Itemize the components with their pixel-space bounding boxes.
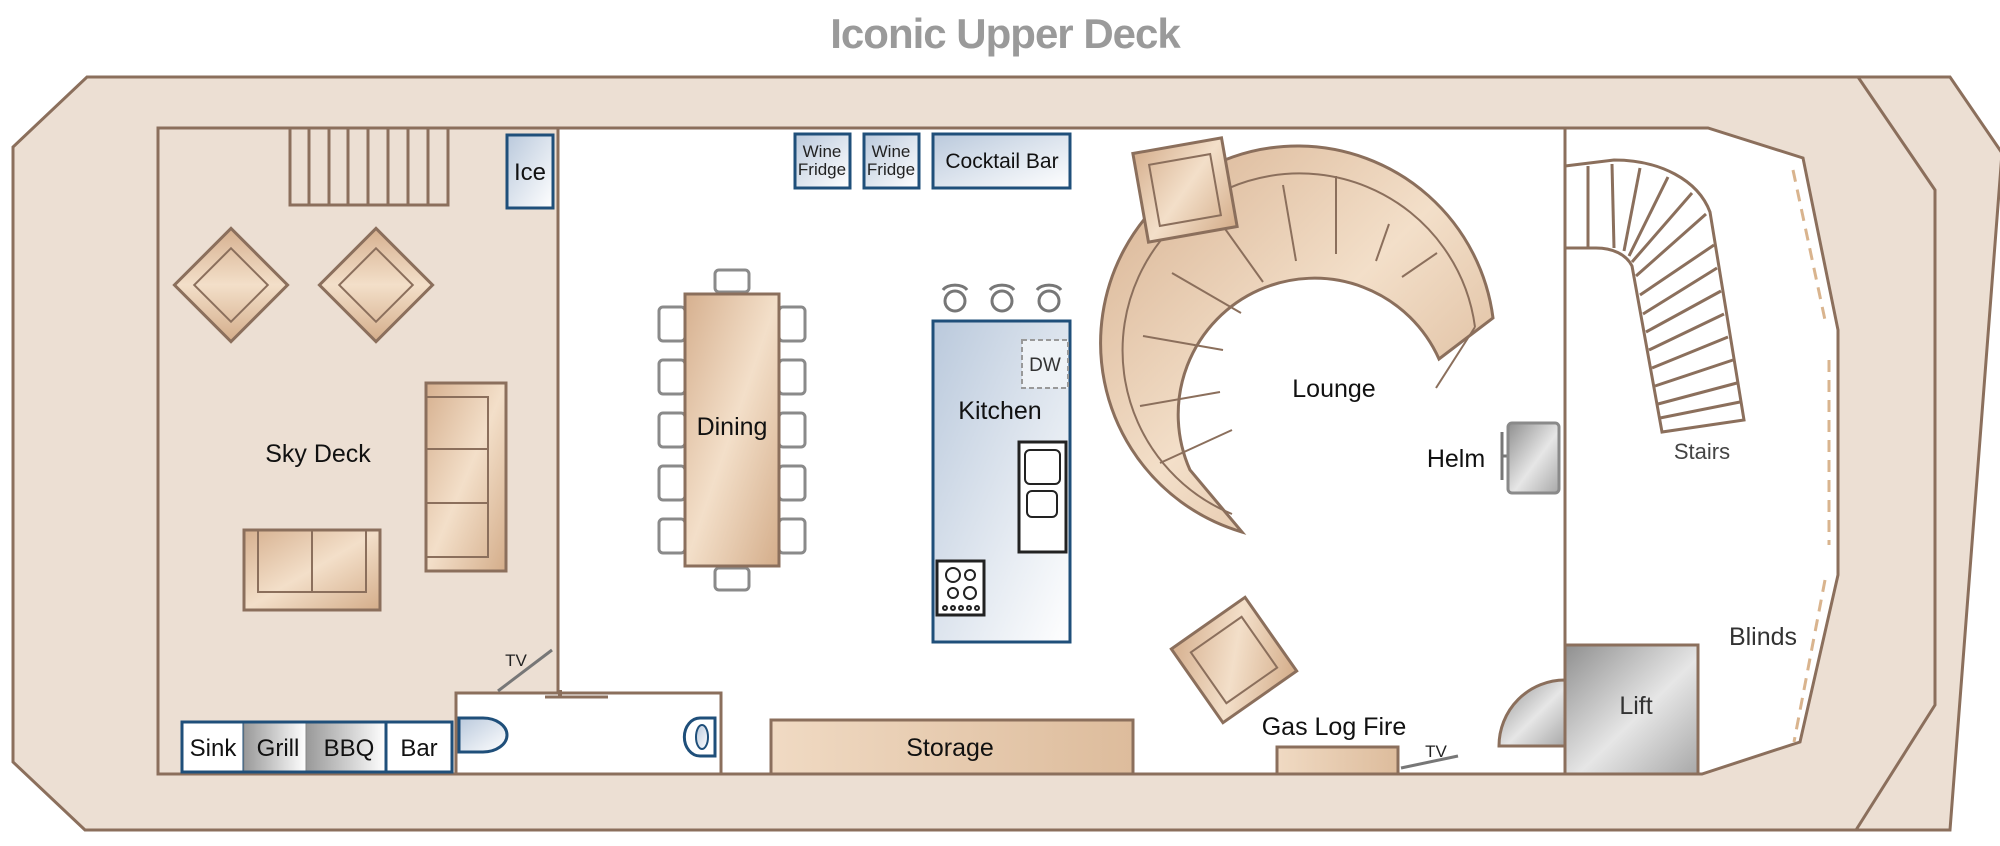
- sofa-vertical: [424, 381, 508, 573]
- dishwasher-label: DW: [1029, 355, 1061, 376]
- armchair: [1169, 595, 1299, 725]
- helm-label: Helm: [1427, 445, 1485, 473]
- tv-sky-deck: TV: [497, 648, 553, 693]
- svg-text:Wine: Wine: [872, 142, 911, 161]
- bar-stools: [941, 283, 1063, 313]
- sink-label: Sink: [190, 735, 238, 762]
- storage-label: Storage: [906, 734, 994, 762]
- lift-label: Lift: [1619, 692, 1652, 720]
- stairs: [1564, 158, 1746, 434]
- sky-deck-steps: [288, 126, 450, 207]
- toilet: [682, 716, 717, 758]
- svg-text:Wine: Wine: [803, 142, 842, 161]
- gas-log-fire: [1275, 745, 1400, 776]
- gas-log-fire-label: Gas Log Fire: [1262, 713, 1407, 741]
- sink-icon: [1017, 440, 1068, 554]
- wine-fridge: Wine Fridge: [862, 132, 921, 190]
- ice-label: Ice: [514, 159, 546, 186]
- storage-unit: Storage: [769, 718, 1135, 776]
- blinds: [1791, 169, 1831, 743]
- dishwasher: [1021, 339, 1069, 389]
- armchair: [317, 226, 435, 344]
- tv-label: TV: [505, 651, 527, 670]
- armchair: [1131, 136, 1239, 244]
- cooktop-icon: [935, 559, 986, 617]
- bbq-label: BBQ: [324, 735, 375, 762]
- svg-text:Fridge: Fridge: [798, 160, 846, 179]
- dining-label: Dining: [697, 413, 768, 441]
- sofa-horizontal: [242, 528, 382, 612]
- svg-text:Fridge: Fridge: [867, 160, 915, 179]
- basin: [457, 716, 509, 754]
- cocktail-bar-label: Cocktail Bar: [945, 150, 1058, 173]
- helm-console: [1500, 421, 1561, 495]
- grill-label: Grill: [257, 735, 300, 762]
- cocktail-bar: Cocktail Bar: [931, 132, 1072, 190]
- dining-chairs: [657, 268, 807, 592]
- blinds-label: Blinds: [1729, 623, 1797, 651]
- sky-deck-label: Sky Deck: [265, 440, 371, 468]
- tv-lounge: TV: [1400, 742, 1459, 770]
- lounge-label: Lounge: [1292, 375, 1375, 403]
- lift: Lift: [1497, 643, 1700, 776]
- bar-label: Bar: [400, 735, 437, 762]
- stairs-label: Stairs: [1674, 439, 1730, 464]
- armchair: [172, 226, 290, 344]
- tv-label: TV: [1425, 742, 1447, 761]
- dining-table: [683, 292, 781, 568]
- page-title: Iconic Upper Deck: [830, 10, 1181, 57]
- outdoor-kitchen: Sink Grill BBQ Bar: [180, 720, 454, 774]
- wine-fridge: Wine Fridge: [793, 132, 852, 190]
- ice-machine: Ice: [505, 133, 555, 210]
- bow-inner-line: [1854, 76, 1937, 831]
- kitchen-label: Kitchen: [958, 397, 1041, 425]
- kitchen-island: DW: [931, 319, 1072, 644]
